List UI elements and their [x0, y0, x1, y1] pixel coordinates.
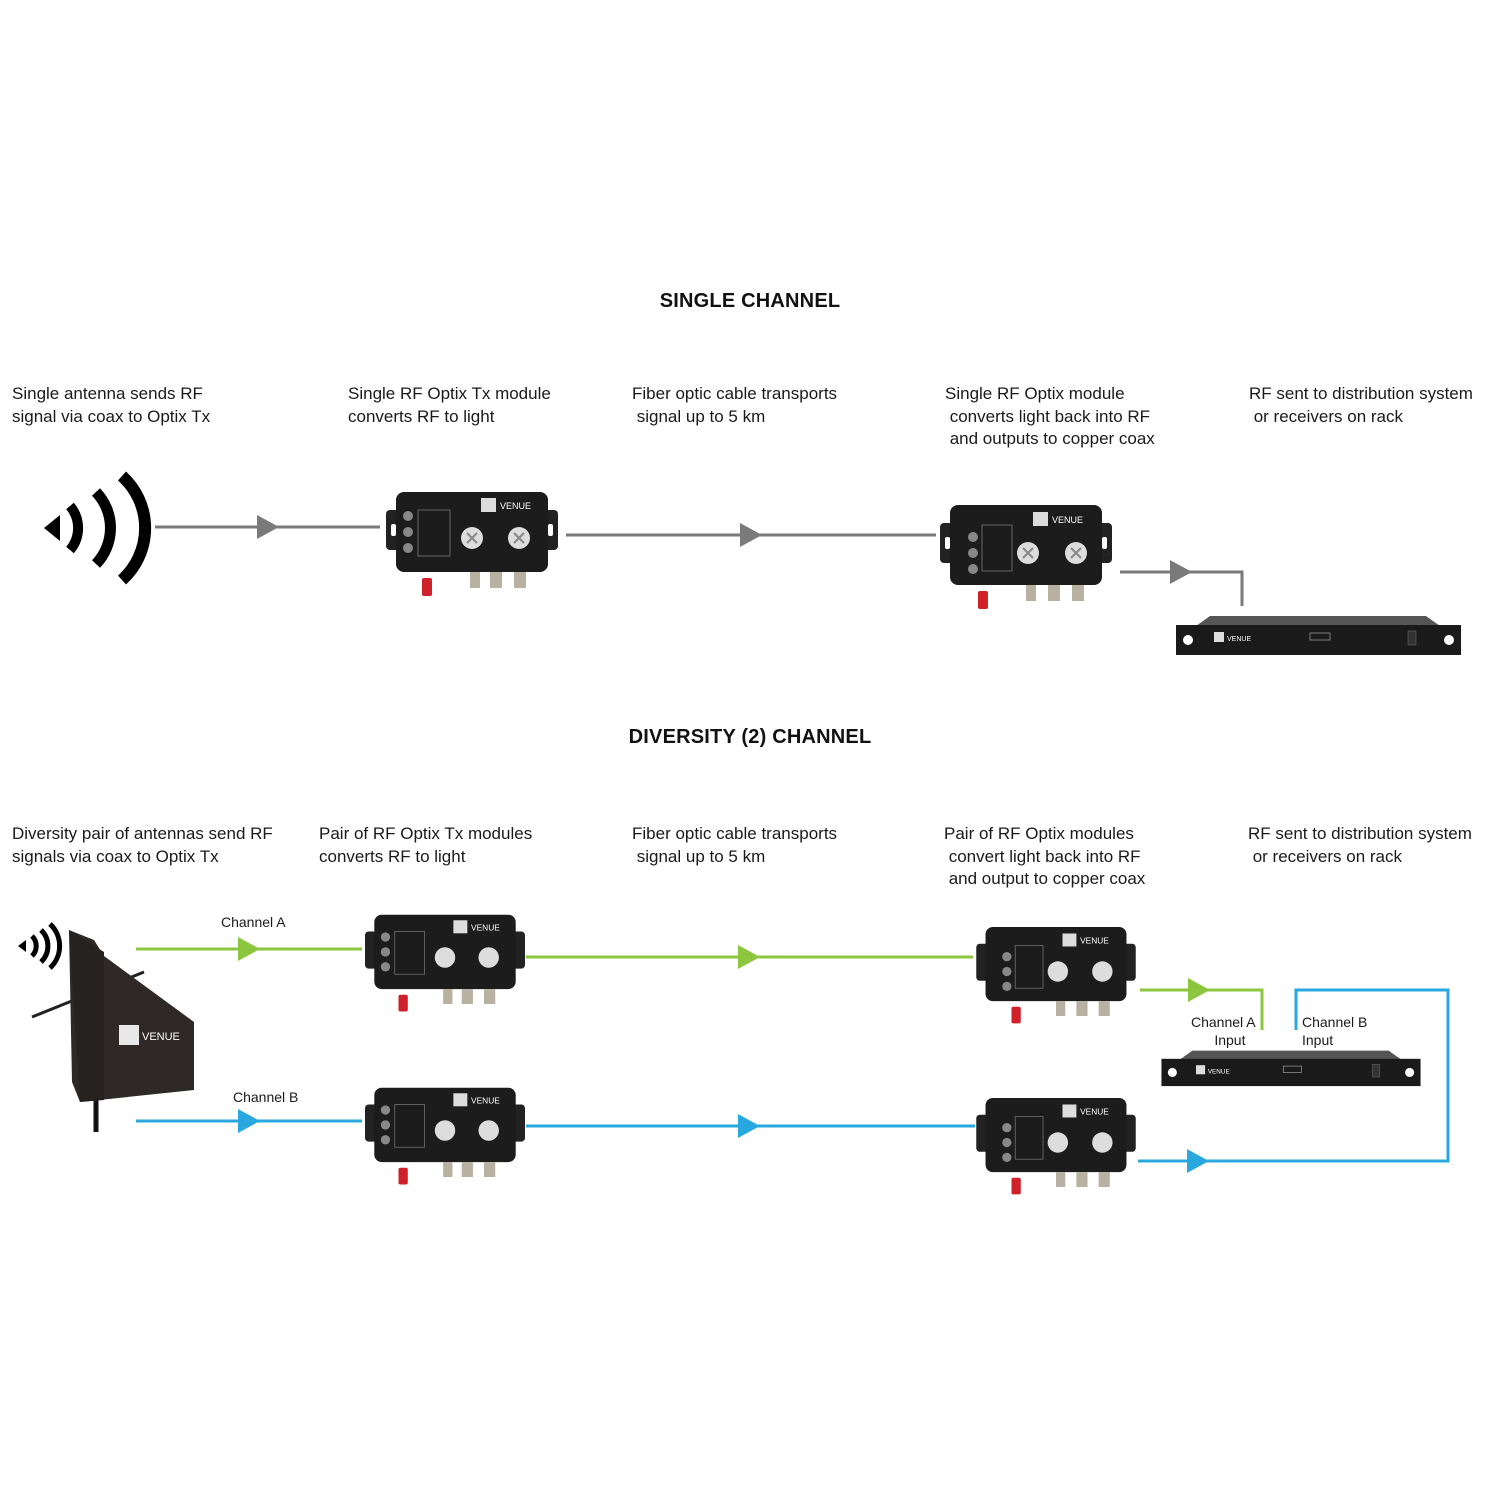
channel-a-input-label: Channel A Input — [1191, 1014, 1256, 1048]
arrow-icon — [257, 515, 279, 539]
svg-text:VENUE: VENUE — [142, 1031, 180, 1043]
distribution-rack-diversity: VENUE — [1161, 1050, 1421, 1087]
arrow-icon — [738, 1114, 760, 1138]
caption-diversity-antenna: Diversity pair of antennas send RF signa… — [12, 824, 273, 866]
optix-receiver-channel-b: VENUE — [976, 1098, 1136, 1195]
wireless-signal-icon — [18, 922, 63, 970]
distribution-rack-single: VENUE — [1176, 616, 1461, 655]
caption-single-fiber: Fiber optic cable transports signal up t… — [632, 384, 838, 426]
caption-single-rack: RF sent to distribution system or receiv… — [1249, 384, 1473, 426]
svg-text:VENUE: VENUE — [1227, 636, 1251, 643]
arrow-icon — [238, 937, 260, 961]
caption-diversity-rx: Pair of RF Optix modules convert light b… — [944, 824, 1146, 888]
single-channel-title: SINGLE CHANNEL — [659, 290, 841, 312]
svg-text:VENUE: VENUE — [471, 1096, 500, 1106]
caption-diversity-fiber: Fiber optic cable transports signal up t… — [632, 824, 838, 866]
arrow-icon — [1170, 560, 1192, 584]
caption-single-rx: Single RF Optix module converts light ba… — [945, 384, 1155, 448]
svg-text:VENUE: VENUE — [1052, 515, 1083, 525]
caption-diversity-tx: Pair of RF Optix Tx modules converts RF … — [319, 824, 533, 866]
svg-text:VENUE: VENUE — [1080, 1107, 1109, 1117]
svg-text:VENUE: VENUE — [471, 923, 500, 933]
channel-a-path — [136, 937, 1264, 1030]
caption-single-antenna: Single antenna sends RF signal via coax … — [12, 384, 211, 426]
arrow-icon — [238, 1109, 260, 1133]
optix-transmitter-channel-a: VENUE — [365, 914, 525, 1012]
optix-transmitter-channel-b: VENUE — [365, 1087, 525, 1185]
channel-a-label: Channel A — [221, 914, 286, 930]
single-channel-path — [155, 515, 1244, 606]
optix-receiver-single: VENUE — [940, 505, 1112, 609]
diversity-channel-title: DIVERSITY (2) CHANNEL — [628, 726, 872, 748]
arrow-icon — [1188, 978, 1210, 1002]
arrow-icon — [738, 945, 760, 969]
coax-line-channel-a-to-rack — [1140, 988, 1264, 1030]
arrow-icon — [1187, 1149, 1209, 1173]
channel-b-path — [136, 988, 1450, 1173]
optix-receiver-channel-a: VENUE — [976, 927, 1136, 1024]
svg-text:VENUE: VENUE — [500, 501, 531, 511]
svg-text:VENUE: VENUE — [1080, 936, 1109, 946]
coax-line-rx-to-rack — [1120, 570, 1244, 606]
channel-b-label: Channel B — [233, 1089, 299, 1105]
arrow-icon — [740, 523, 762, 547]
coax-line-channel-b-to-rack — [1138, 988, 1450, 1163]
caption-diversity-rack: RF sent to distribution system or receiv… — [1248, 824, 1472, 866]
optix-transmitter-single: VENUE — [386, 492, 558, 596]
channel-b-input-label: Channel B Input — [1302, 1014, 1368, 1048]
diversity-antenna: VENUE — [18, 922, 194, 1132]
svg-text:VENUE: VENUE — [1208, 1068, 1230, 1075]
wireless-signal-icon — [44, 471, 152, 585]
caption-single-tx: Single RF Optix Tx module converts RF to… — [348, 384, 551, 426]
